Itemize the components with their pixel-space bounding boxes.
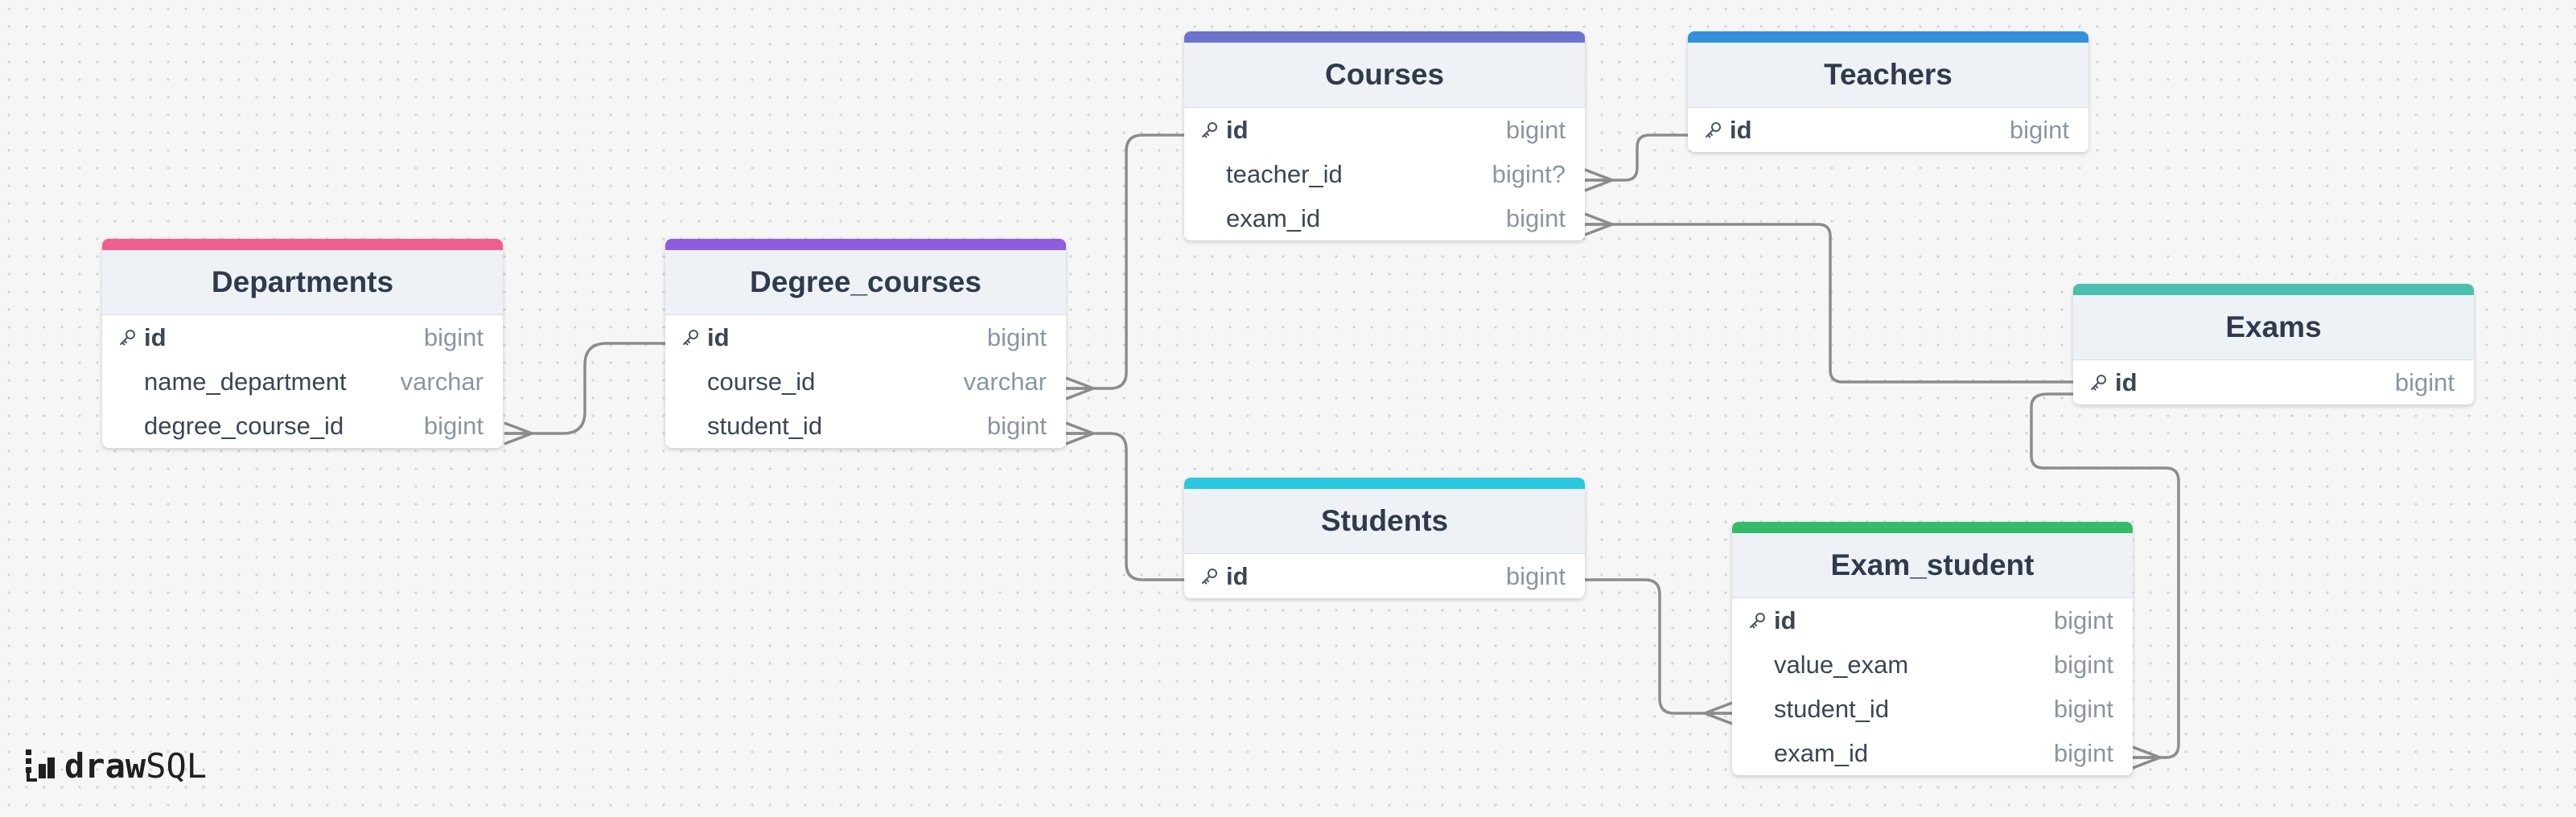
drawsql-logo[interactable]: draw SQL: [24, 744, 207, 787]
column-type: bigint: [2053, 694, 2113, 723]
table-color-bar: [1184, 478, 1585, 489]
column-name: student_id: [1774, 694, 1890, 723]
relation-degree-courses-courses: [1066, 133, 1184, 390]
column-type: bigint: [1505, 115, 1566, 144]
primary-key-icon: [683, 330, 698, 346]
column-row[interactable]: student_id bigint: [1732, 687, 2133, 731]
primary-key-icon: [1202, 569, 1217, 585]
column-name: course_id: [707, 367, 816, 396]
relation-degree-courses-students: [1066, 432, 1184, 581]
column-row[interactable]: id bigint: [1732, 598, 2133, 643]
table-color-bar: [2073, 284, 2474, 295]
relation-students-exam-student: [1585, 578, 1732, 715]
column-row[interactable]: value_exam bigint: [1732, 643, 2133, 687]
table-color-bar: [665, 239, 1066, 250]
table-color-bar: [1184, 31, 1585, 43]
column-type: bigint: [2053, 606, 2113, 634]
crows-foot-degree-course-id: [1065, 376, 1094, 400]
column-name: student_id: [707, 411, 823, 440]
drawsql-logo-icon: [26, 749, 55, 782]
column-type: bigint?: [1492, 159, 1566, 188]
column-row[interactable]: id bigint: [2073, 360, 2474, 404]
table-students[interactable]: Students id bigint: [1184, 478, 1585, 598]
crows-foot-exam-student-student-id: [1704, 701, 1733, 725]
table-exams[interactable]: Exams id bigint: [2073, 284, 2474, 404]
column-name: id: [1774, 606, 1796, 634]
column-type: bigint: [986, 411, 1047, 440]
table-title[interactable]: Departments: [102, 250, 503, 315]
column-type: varchar: [400, 367, 484, 396]
table-title[interactable]: Degree_courses: [665, 250, 1066, 315]
column-row[interactable]: id bigint: [1184, 108, 1585, 152]
column-row[interactable]: id bigint: [1688, 108, 2088, 152]
column-row[interactable]: exam_id bigint: [1732, 731, 2133, 775]
column-row[interactable]: degree_course_id bigint: [102, 404, 503, 448]
column-name: id: [144, 322, 167, 351]
table-title[interactable]: Students: [1184, 489, 1585, 554]
column-type: varchar: [963, 367, 1047, 396]
column-row[interactable]: student_id bigint: [665, 404, 1066, 448]
column-row[interactable]: exam_id bigint: [1184, 196, 1585, 240]
crows-foot-departments: [504, 421, 533, 445]
column-row[interactable]: teacher_id bigint?: [1184, 152, 1585, 196]
column-row[interactable]: id bigint: [665, 315, 1066, 359]
column-type: bigint: [1505, 203, 1566, 232]
column-type: bigint: [423, 322, 484, 351]
crows-foot-courses-teacher-id: [1584, 168, 1613, 192]
primary-key-icon: [120, 330, 135, 346]
table-teachers[interactable]: Teachers id bigint: [1688, 31, 2088, 152]
column-type: bigint: [2053, 650, 2113, 679]
column-name: degree_course_id: [144, 411, 344, 440]
table-title[interactable]: Teachers: [1688, 43, 2088, 108]
column-name: exam_id: [1226, 203, 1321, 232]
column-name: id: [707, 322, 730, 351]
table-color-bar: [1732, 522, 2133, 533]
primary-key-icon: [1706, 122, 1721, 138]
column-name: id: [1730, 115, 1752, 144]
primary-key-icon: [1750, 613, 1765, 629]
column-name: value_exam: [1774, 650, 1909, 679]
column-type: bigint: [1505, 561, 1566, 590]
table-title[interactable]: Exams: [2073, 295, 2474, 360]
crows-foot-courses-exam-id: [1584, 212, 1613, 236]
primary-key-icon: [1202, 122, 1217, 138]
column-type: bigint: [2394, 367, 2455, 396]
column-type: bigint: [2009, 115, 2069, 144]
column-name: id: [1226, 115, 1249, 144]
column-row[interactable]: name_department varchar: [102, 359, 503, 404]
column-row[interactable]: id bigint: [1184, 554, 1585, 598]
column-name: exam_id: [1774, 738, 1869, 767]
crows-foot-degree-student-id: [1065, 421, 1094, 445]
logo-text-sql: SQL: [146, 745, 208, 786]
table-courses[interactable]: Courses id bigint teacher_id bigint? exam_id b…: [1184, 31, 1585, 240]
table-departments[interactable]: Departments id bigint name_department varcha…: [102, 239, 503, 448]
logo-text-draw: draw: [64, 745, 146, 786]
column-name: teacher_id: [1226, 159, 1343, 188]
table-color-bar: [102, 239, 503, 250]
table-title[interactable]: Exam_student: [1732, 533, 2133, 598]
column-name: id: [2115, 367, 2138, 396]
relation-courses-exams: [1585, 223, 2073, 384]
relation-exam-student-exams: [2030, 392, 2180, 759]
column-type: bigint: [2053, 738, 2113, 767]
primary-key-icon: [2091, 375, 2106, 391]
column-type: bigint: [986, 322, 1047, 351]
column-name: name_department: [144, 367, 347, 396]
column-name: id: [1226, 561, 1249, 590]
column-row[interactable]: course_id varchar: [665, 359, 1066, 404]
column-type: bigint: [423, 411, 484, 440]
relation-courses-teachers: [1585, 133, 1688, 182]
table-color-bar: [1688, 31, 2088, 43]
column-row[interactable]: id bigint: [102, 315, 503, 359]
relation-departments-degree-courses: [504, 342, 684, 435]
table-title[interactable]: Courses: [1184, 43, 1585, 108]
crows-foot-exam-student-exam-id: [2132, 745, 2161, 770]
